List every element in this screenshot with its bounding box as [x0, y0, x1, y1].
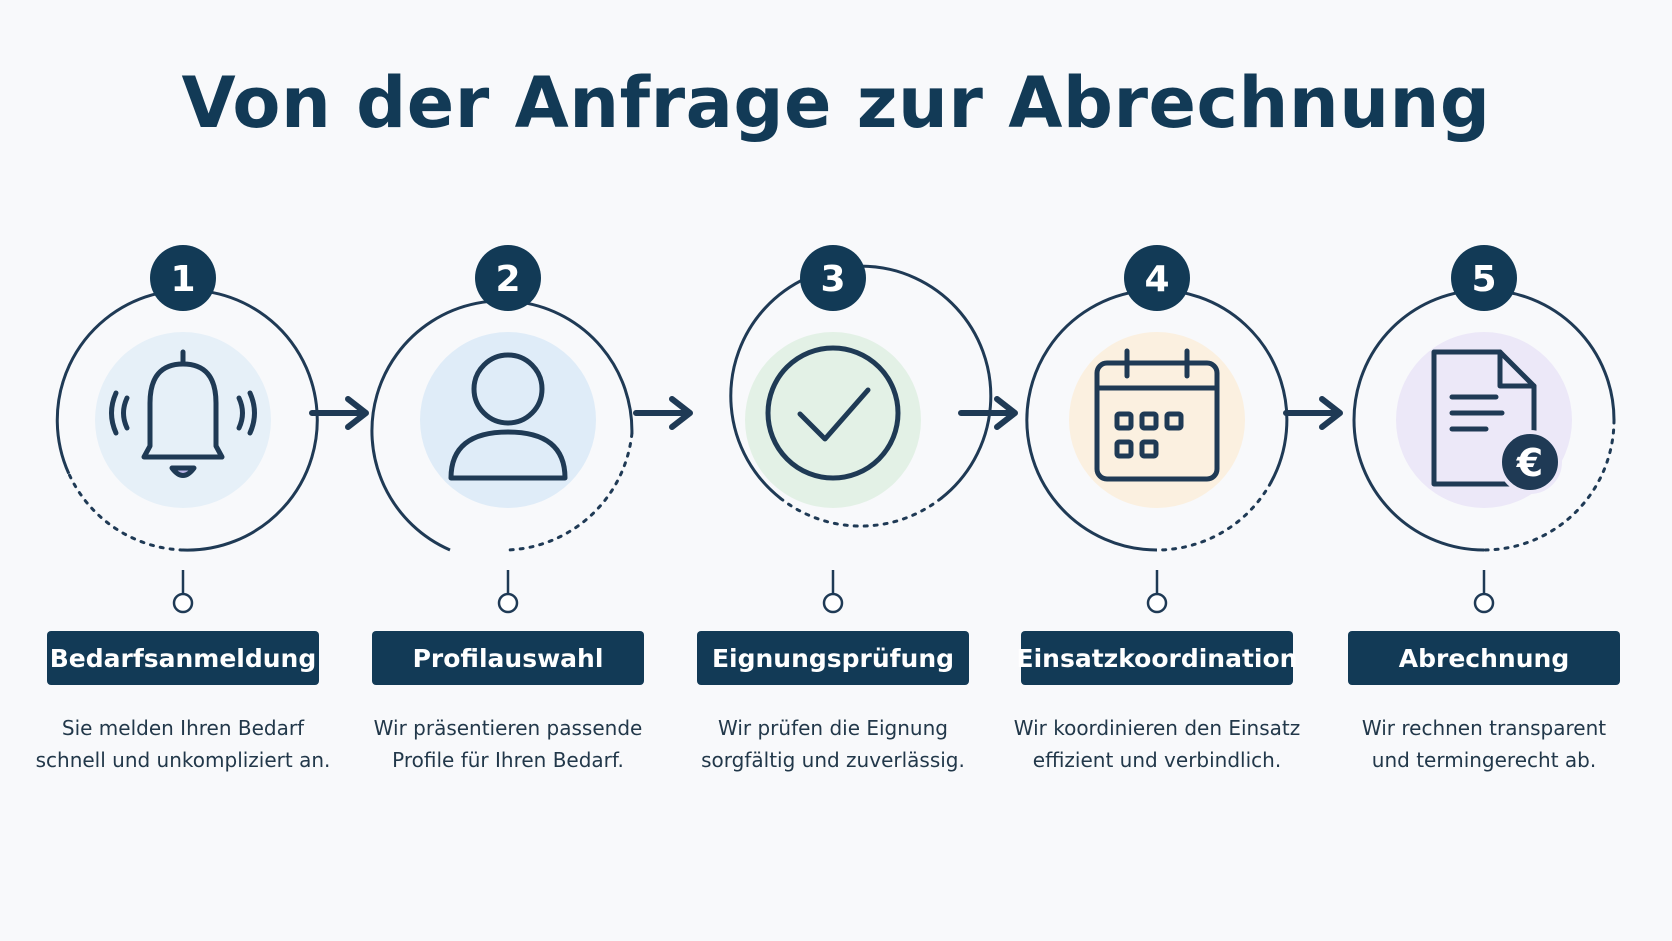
step-2-ring-solid: [370, 299, 634, 552]
page-title: Von der Anfrage zur Abrechnung: [181, 62, 1491, 144]
step-3-ring-dotted: [779, 496, 943, 528]
step-3-description: Wir prüfen die Eignung sorgfältig und zu…: [668, 712, 998, 776]
step-4-ring-dotted: [1155, 481, 1273, 552]
step-1-number-badge: [150, 245, 216, 311]
step-2-graphic: 2: [370, 245, 634, 614]
step-1-description-line-2: schnell und unkompliziert an.: [35, 748, 331, 772]
step-1-graphic: 1: [55, 245, 319, 614]
step-5-number: 5: [1471, 259, 1496, 300]
step-2-ring-dotted: [506, 432, 634, 552]
step-2-number-badge: [475, 245, 541, 311]
step-4-number-badge: [1124, 245, 1190, 311]
step-5-ring-solid: [1352, 288, 1616, 552]
step-2-icon-backdrop: [420, 332, 596, 508]
euro-badge: [1498, 430, 1562, 494]
step-5-description: Wir rechnen transparent und termingerech…: [1319, 712, 1649, 776]
step-1-number: 1: [170, 259, 195, 300]
step-1-ring-solid: [55, 288, 319, 552]
step-4-description-line-2: effizient und verbindlich.: [1032, 748, 1282, 772]
invoice-euro-icon: [1431, 349, 1537, 487]
step-1-description: Sie melden Ihren Bedarf schnell und unko…: [18, 712, 348, 776]
step-3-connector-dot: [822, 592, 844, 614]
step-4-ring-solid: [1025, 288, 1289, 552]
step-3-description-line-2: sorgfältig und zuverlässig.: [701, 748, 965, 772]
euro-symbol: €: [1516, 441, 1543, 485]
step-2-connector-dot: [497, 592, 519, 614]
step-2-label: Profilauswahl: [372, 631, 644, 685]
step-3-graphic: 3: [729, 245, 993, 614]
step-2-description: Wir präsentieren passende Profile für Ih…: [343, 712, 673, 776]
step-1-connector-dot: [172, 592, 194, 614]
user-icon: [448, 352, 568, 481]
step-3-label: Eignungsprüfung: [697, 631, 969, 685]
step-2-number: 2: [495, 259, 520, 300]
checkmark-circle-icon: [765, 345, 901, 481]
step-4-description: Wir koordinieren den Einsatz effizient u…: [992, 712, 1322, 776]
step-2-description-line-2: Profile für Ihren Bedarf.: [392, 748, 624, 772]
step-5-description-line-2: und termingerecht ab.: [1371, 748, 1597, 772]
step-5-number-badge: [1451, 245, 1517, 311]
calendar-icon: [1094, 348, 1220, 482]
step-3-number: 3: [820, 259, 845, 300]
step-5-graphic: € 5: [1352, 245, 1616, 614]
step-4-graphic: 4: [1025, 245, 1289, 614]
step-4-connector-dot: [1146, 592, 1168, 614]
step-4-label: Einsatzkoordination: [1017, 631, 1297, 685]
step-3-number-badge: [800, 245, 866, 311]
step-3-icon-backdrop: [745, 332, 921, 508]
step-3-description-line-1: Wir prüfen die Eignung: [718, 716, 948, 740]
step-5-ring-dotted: [1482, 418, 1616, 552]
arrow-4-5: [1283, 396, 1343, 430]
step-5-description-line-1: Wir rechnen transparent: [1361, 716, 1607, 740]
step-1-label: Bedarfsanmeldung: [47, 631, 319, 685]
step-1-description-line-1: Sie melden Ihren Bedarf: [61, 716, 305, 740]
step-1-ring-dotted: [67, 472, 185, 552]
step-5-connector-dot: [1473, 592, 1495, 614]
step-2-description-line-1: Wir präsentieren passende: [373, 716, 643, 740]
arrow-1-2: [309, 396, 369, 430]
step-4-description-line-1: Wir koordinieren den Einsatz: [1013, 716, 1301, 740]
arrow-2-3: [633, 396, 693, 430]
step-4-number: 4: [1144, 259, 1169, 300]
step-5-label: Abrechnung: [1348, 631, 1620, 685]
step-1-icon-backdrop: [95, 332, 271, 508]
bell-icon: [109, 349, 257, 478]
arrow-3-4: [958, 396, 1018, 430]
